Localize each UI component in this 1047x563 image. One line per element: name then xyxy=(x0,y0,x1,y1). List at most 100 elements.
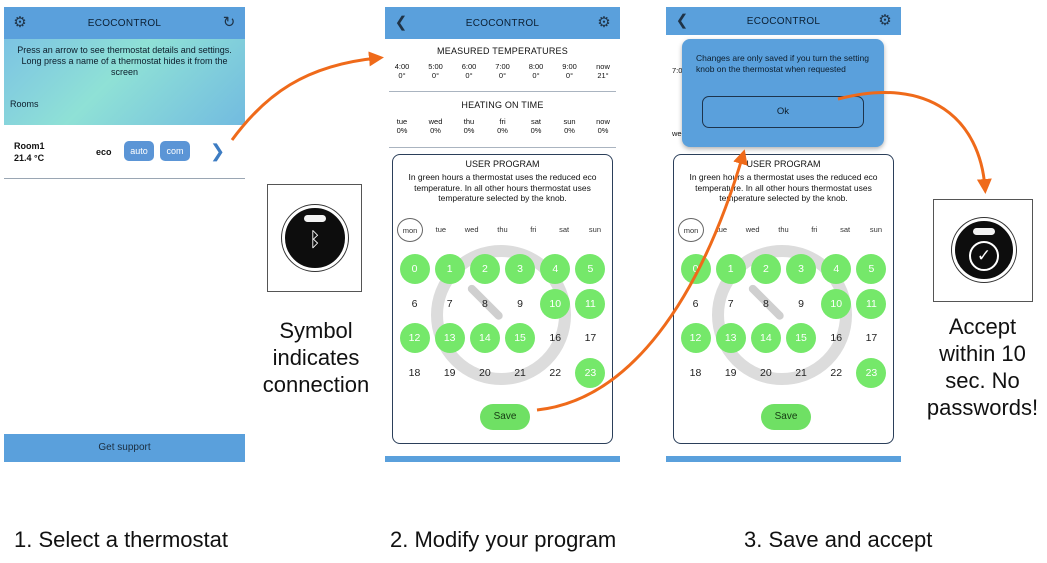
day-tab-thu[interactable]: thu xyxy=(778,225,789,234)
hour-toggle[interactable]: 2 xyxy=(750,254,781,284)
day-tab-fri[interactable]: fri xyxy=(811,225,818,234)
day-tab-sun[interactable]: sun xyxy=(869,225,883,234)
hour-toggle[interactable]: 18 xyxy=(408,366,421,379)
hour-toggle[interactable]: 23 xyxy=(575,357,606,388)
day-tab-wed[interactable]: wed xyxy=(464,225,479,234)
hour-slot: 13 xyxy=(432,321,467,356)
hour-toggle[interactable]: 15 xyxy=(505,323,536,353)
hour-toggle[interactable]: 18 xyxy=(689,366,702,379)
hour-slot: 1 xyxy=(713,252,748,287)
hour-toggle[interactable]: 11 xyxy=(575,288,606,319)
user-program-title: USER PROGRAM xyxy=(746,159,821,169)
hour-toggle[interactable]: 16 xyxy=(830,332,843,344)
hour-toggle[interactable]: 20 xyxy=(479,366,491,379)
hour-toggle[interactable]: 19 xyxy=(724,366,737,379)
room-name[interactable]: Room1 xyxy=(14,141,45,151)
hour-toggle[interactable]: 12 xyxy=(680,323,711,353)
measured-time: 6:00 xyxy=(461,62,477,71)
hour-toggle[interactable]: 16 xyxy=(549,332,562,344)
hour-toggle[interactable]: 8 xyxy=(481,297,488,310)
hour-toggle[interactable]: 21 xyxy=(514,366,526,379)
hour-toggle[interactable]: 8 xyxy=(762,297,769,310)
hour-toggle[interactable]: 5 xyxy=(856,254,887,284)
day-selector: mon tue wed thu fri sat sun xyxy=(397,218,608,242)
hour-toggle[interactable]: 2 xyxy=(469,254,500,284)
hour-toggle[interactable]: 4 xyxy=(821,254,852,284)
day-tab-mon[interactable]: mon xyxy=(397,218,423,242)
auto-button[interactable]: auto xyxy=(124,141,154,161)
hour-toggle[interactable]: 7 xyxy=(727,297,734,310)
hour-slot: 13 xyxy=(713,321,748,356)
measured-time: 5:00 xyxy=(428,62,443,71)
hour-toggle[interactable]: 3 xyxy=(786,254,817,284)
rooms-label: Rooms xyxy=(10,99,39,109)
day-tab-tue[interactable]: tue xyxy=(716,225,728,234)
save-button[interactable]: Save xyxy=(480,404,530,430)
hour-toggle[interactable]: 11 xyxy=(856,288,887,319)
thermostat-row[interactable]: Room1 21.4 °C eco auto com ❯ xyxy=(4,133,245,179)
chevron-right-icon[interactable]: ❯ xyxy=(210,141,226,161)
hour-toggle[interactable]: 20 xyxy=(760,366,772,379)
hour-toggle[interactable]: 15 xyxy=(786,323,817,353)
screen-modify-program: ❮ ECOCONTROL ⚙ MEASURED TEMPERATURES 4:0… xyxy=(385,7,620,462)
com-button[interactable]: com xyxy=(160,141,190,161)
day-tab-thu[interactable]: thu xyxy=(497,225,508,234)
hour-toggle[interactable]: 9 xyxy=(517,297,523,310)
hour-toggle[interactable]: 14 xyxy=(750,323,781,353)
day-tab-wed[interactable]: wed xyxy=(745,225,760,234)
measured-value: 0° xyxy=(498,71,507,80)
hour-toggle[interactable]: 13 xyxy=(434,323,465,353)
hour-toggle[interactable]: 5 xyxy=(575,254,606,284)
measured-value: 0° xyxy=(532,71,540,80)
hour-toggle[interactable]: 6 xyxy=(411,297,418,310)
hour-toggle[interactable]: 22 xyxy=(549,366,562,379)
gear-icon[interactable]: ⚙ xyxy=(13,14,27,31)
hour-toggle[interactable]: 13 xyxy=(715,323,746,353)
hour-toggle[interactable]: 1 xyxy=(715,254,746,284)
heating-value: 0% xyxy=(597,126,609,135)
hour-toggle[interactable]: 21 xyxy=(795,366,807,379)
hour-toggle[interactable]: 7 xyxy=(446,297,453,310)
day-tab-mon[interactable]: mon xyxy=(678,218,704,242)
hour-toggle[interactable]: 17 xyxy=(584,332,597,344)
day-tab-fri[interactable]: fri xyxy=(530,225,537,234)
arrow-ok-to-knob xyxy=(837,90,992,194)
gear-icon[interactable]: ⚙ xyxy=(878,12,892,29)
hour-toggle[interactable]: 1 xyxy=(434,254,465,284)
hour-toggle[interactable]: 4 xyxy=(540,254,571,284)
hour-toggle[interactable]: 10 xyxy=(821,288,852,319)
heating-day: now xyxy=(596,117,610,126)
hour-toggle[interactable]: 0 xyxy=(680,254,711,284)
day-tab-tue[interactable]: tue xyxy=(435,225,447,234)
ok-button[interactable]: Ok xyxy=(702,96,864,128)
hour-slot: 19 xyxy=(432,356,467,391)
back-icon[interactable]: ❮ xyxy=(675,12,689,29)
get-support-button[interactable]: Get support xyxy=(4,434,245,462)
back-icon[interactable]: ❮ xyxy=(394,14,408,31)
hour-toggle[interactable]: 17 xyxy=(865,332,878,344)
day-tab-sat[interactable]: sat xyxy=(840,225,851,234)
hour-slot: 7 xyxy=(713,287,748,322)
hour-slot: 1 xyxy=(432,252,467,287)
hour-toggle[interactable]: 12 xyxy=(399,323,430,353)
hour-toggle[interactable]: 3 xyxy=(505,254,536,284)
hour-toggle[interactable]: 14 xyxy=(469,323,500,353)
hour-toggle[interactable]: 19 xyxy=(443,366,456,379)
gear-icon[interactable]: ⚙ xyxy=(597,14,611,31)
user-program-title: USER PROGRAM xyxy=(465,159,540,169)
heating-partial: wed xyxy=(672,129,897,138)
hour-slot: 23 xyxy=(854,356,889,391)
hour-toggle[interactable]: 6 xyxy=(692,297,699,310)
refresh-icon[interactable]: ↻ xyxy=(222,14,236,31)
hour-toggle[interactable]: 0 xyxy=(399,254,430,284)
day-tab-sat[interactable]: sat xyxy=(559,225,570,234)
hour-toggle[interactable]: 23 xyxy=(856,357,887,388)
hour-toggle[interactable]: 10 xyxy=(540,288,571,319)
hour-slot: 2 xyxy=(467,252,502,287)
hour-toggle[interactable]: 22 xyxy=(830,366,843,379)
day-tab-sun[interactable]: sun xyxy=(588,225,602,234)
hour-toggle[interactable]: 9 xyxy=(798,297,804,310)
save-button[interactable]: Save xyxy=(761,404,811,430)
